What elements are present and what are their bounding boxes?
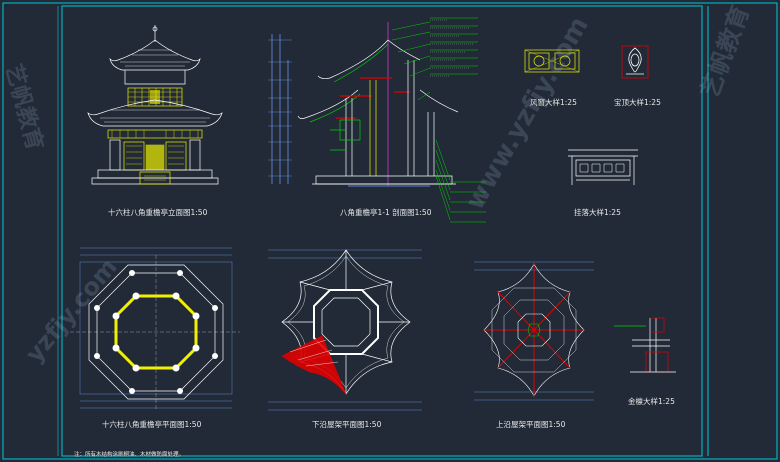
window-icon (524, 49, 580, 73)
finial-icon (621, 45, 649, 79)
wind-window-title: 风窗大样1:25 (530, 98, 577, 107)
upper-roof-title: 上沿屋架平面图1:50 (496, 420, 566, 429)
railing-detail (568, 149, 638, 185)
section-title: 八角重檐亭1-1 剖面图1:50 (340, 208, 432, 217)
finial-title: 宝顶大样1:25 (614, 98, 661, 107)
elevation-title: 十六柱八角重檐亭立面图1:50 (108, 208, 208, 217)
eave-detail-drawing (614, 317, 676, 373)
pavilion-elevation-drawing (87, 25, 223, 185)
upper-roof-framing-drawing (474, 261, 594, 401)
railing-title: 挂落大样1:25 (574, 208, 621, 217)
inner-frame (61, 5, 703, 457)
floor-plan-title: 十六柱八角重檐亭平面图1:50 (102, 420, 202, 429)
octagon-plan-drawing (70, 247, 240, 410)
eave-detail-title: 金檩大样1:25 (628, 397, 675, 406)
section-drawing (268, 17, 486, 223)
roof-framing-drawing (268, 249, 422, 411)
lower-roof-title: 下沿屋架平面图1:50 (312, 420, 382, 429)
footnote: 注：所有木结构涂刷桐油、木材做防腐处理。 (74, 452, 185, 458)
